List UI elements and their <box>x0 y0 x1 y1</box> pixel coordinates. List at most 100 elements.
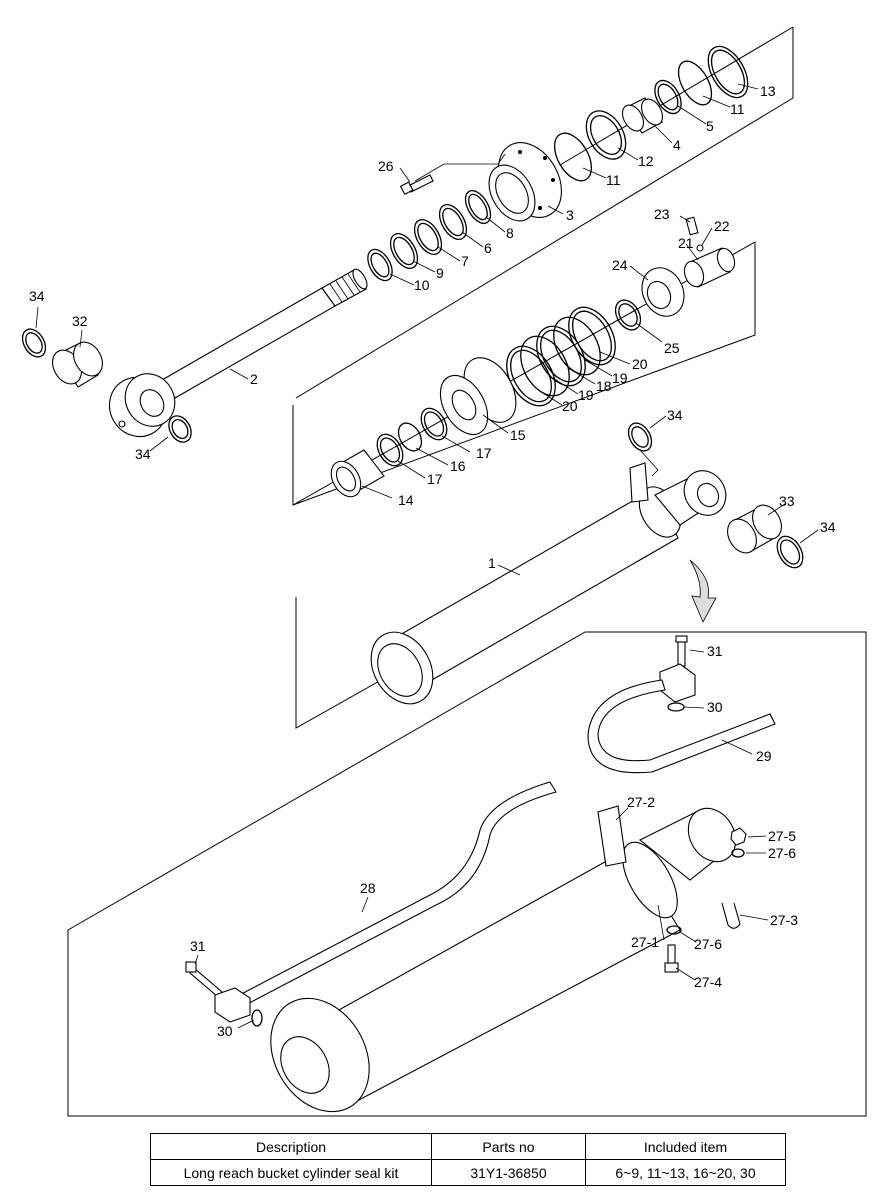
ball-22 <box>696 244 704 252</box>
callout: 34 <box>29 288 45 304</box>
bushing-4 <box>621 97 664 134</box>
callout: 31 <box>190 938 206 954</box>
table-row: Long reach bucket cylinder seal kit 31Y1… <box>150 1159 786 1186</box>
callout: 22 <box>714 218 730 234</box>
callout: 30 <box>217 1023 233 1039</box>
cell-included-item: 6~9, 11~13, 16~20, 30 <box>585 1159 786 1186</box>
piston-rod-2 <box>108 268 368 438</box>
seal-17-upper <box>420 407 448 441</box>
seal-19-upper <box>553 316 601 376</box>
callout: 34 <box>820 519 836 535</box>
seal-kit-table: Description Parts no Included item Long … <box>150 1133 786 1186</box>
o-ring-11-lower <box>553 132 593 182</box>
u-bolt-27-3 <box>721 902 741 929</box>
callout: 27-5 <box>768 828 796 844</box>
header-included-item: Included item <box>585 1133 786 1160</box>
callout: 28 <box>360 880 376 896</box>
washer-27-6-upper <box>731 848 745 858</box>
table-header-row: Description Parts no Included item <box>150 1133 786 1160</box>
callout: 5 <box>706 118 714 134</box>
seal-19-lower <box>520 335 570 397</box>
header-parts-no: Parts no <box>431 1133 586 1160</box>
callout: 17 <box>476 445 492 461</box>
seal-ring-7 <box>413 219 443 255</box>
callout: 8 <box>506 225 514 241</box>
bushing-33 <box>727 504 782 554</box>
bolt-26 <box>399 174 434 196</box>
callout: 33 <box>779 493 795 509</box>
bushing-32 <box>52 341 103 388</box>
callout: 17 <box>427 471 443 487</box>
rod-group-frame <box>295 27 794 399</box>
callout: 2 <box>250 371 258 387</box>
callout: 31 <box>707 643 723 659</box>
callout: 25 <box>664 340 680 356</box>
callout: 19 <box>612 370 628 386</box>
pipe-29 <box>587 679 776 774</box>
exploded-parts-diagram: 13 11 5 4 12 11 26 3 8 6 7 9 10 23 22 21… <box>21 26 867 1117</box>
callout: 21 <box>678 235 694 251</box>
piston-group-frame <box>292 241 756 506</box>
detail-pointer-arrow <box>689 559 717 623</box>
cylinder-tube-1 <box>370 462 727 705</box>
callout: 29 <box>756 748 772 764</box>
callout: 27-3 <box>770 912 798 928</box>
dust-seal-34-tube-top <box>627 422 653 452</box>
callout: 30 <box>707 699 723 715</box>
bolt-31-lower <box>185 961 223 998</box>
callout: 27-1 <box>631 934 659 950</box>
ring-5 <box>654 79 682 115</box>
dust-seal-34-left <box>21 328 47 358</box>
callout: 15 <box>510 427 526 443</box>
set-screw-23 <box>685 216 699 236</box>
tube-detail-frame <box>67 631 867 1117</box>
pipe-28 <box>229 781 557 1011</box>
callout: 27-6 <box>768 845 796 861</box>
dust-seal-34-rod <box>168 415 192 443</box>
header-description: Description <box>150 1133 432 1160</box>
cell-parts-no: 31Y1-36850 <box>431 1159 586 1186</box>
callout: 34 <box>667 407 683 423</box>
cushion-ring-14 <box>330 449 385 498</box>
nut-24 <box>641 267 685 317</box>
callout: 7 <box>461 253 469 269</box>
callout: 12 <box>638 153 654 169</box>
callout: 9 <box>436 265 444 281</box>
seal-ring-9 <box>389 233 419 269</box>
callout: 10 <box>414 277 430 293</box>
callout: 11 <box>730 101 745 117</box>
callout: 27-4 <box>694 974 722 990</box>
callout: 13 <box>760 83 776 99</box>
leader-lines <box>35 83 819 1029</box>
o-ring-30-upper <box>667 702 685 712</box>
callouts: 13 11 5 4 12 11 26 3 8 6 7 9 10 23 22 21… <box>29 83 836 1039</box>
o-ring-11-upper <box>677 60 713 106</box>
callout: 32 <box>72 313 88 329</box>
callout: 24 <box>612 257 628 273</box>
callout: 34 <box>135 446 151 462</box>
flange-block-lower <box>214 987 251 1023</box>
callout: 6 <box>484 240 492 256</box>
seal-17-lower <box>376 433 404 467</box>
washer-27-6-lower <box>666 925 682 935</box>
seal-ring-8 <box>464 189 492 225</box>
callout: 20 <box>632 356 648 372</box>
piston-15 <box>439 357 517 436</box>
ring-25 <box>614 299 642 331</box>
detail-cylinder-tube <box>270 805 741 1113</box>
seal-18 <box>536 325 586 387</box>
flange-block-upper <box>659 663 696 703</box>
callout: 20 <box>562 398 578 414</box>
nut-21 <box>683 247 736 288</box>
seal-ring-12 <box>585 110 627 160</box>
bolt-31-upper <box>675 635 688 667</box>
callout: 27-2 <box>627 794 655 810</box>
callout: 18 <box>596 378 612 394</box>
rod-cover-3 <box>488 142 562 222</box>
seal-ring-13 <box>707 45 749 99</box>
seal-ring-6 <box>438 204 468 240</box>
o-ring-16 <box>397 422 423 452</box>
seal-ring-10 <box>367 248 393 282</box>
callout: 16 <box>450 458 466 474</box>
dust-seal-34-right <box>776 535 804 569</box>
